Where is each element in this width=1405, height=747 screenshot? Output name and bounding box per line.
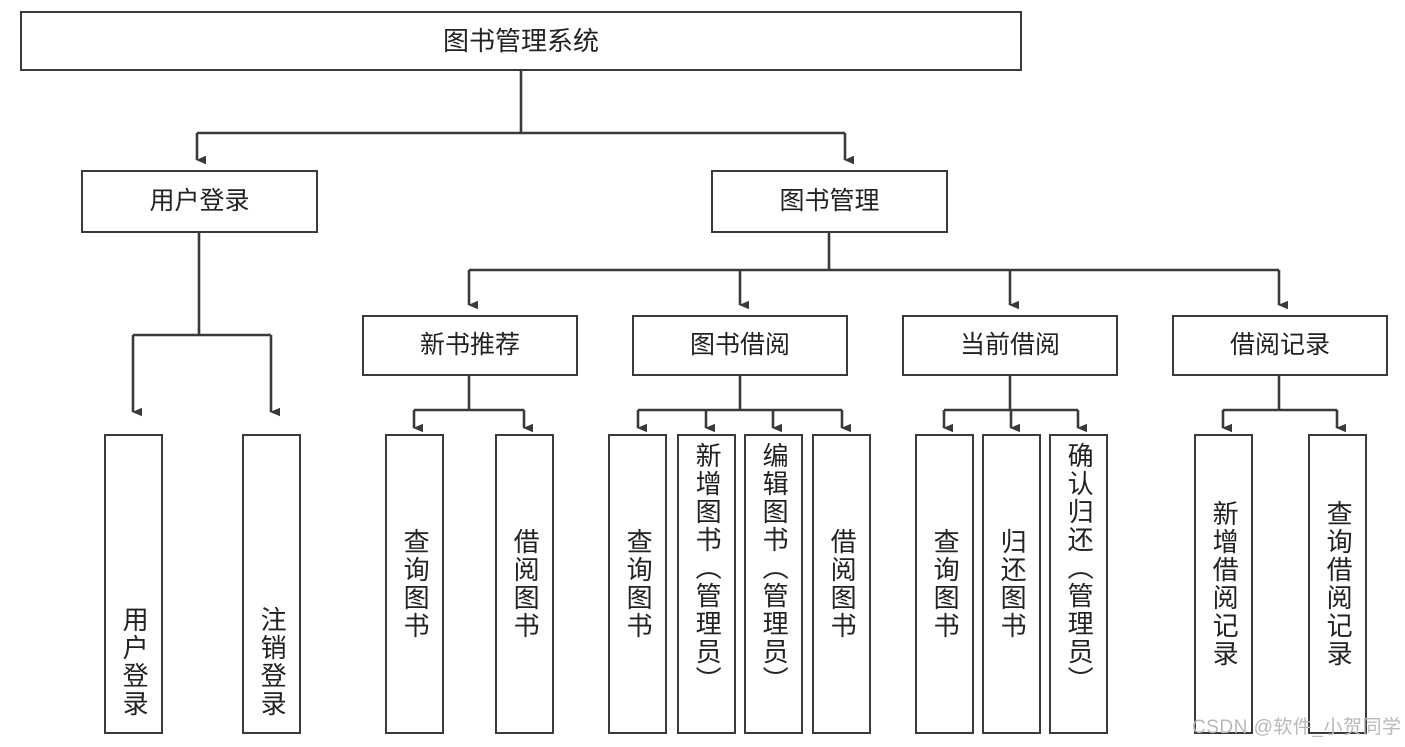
node-book-borrow[interactable]: 图书借阅 bbox=[632, 315, 848, 376]
node-new-book-recommend[interactable]: 新书推荐 bbox=[362, 315, 578, 376]
leaf-borrow-book-recommend[interactable]: 借阅图书 bbox=[495, 434, 554, 734]
leaf-edit-book[interactable]: 编辑图书（管理员） bbox=[744, 434, 803, 734]
node-label: 查询借阅记录 bbox=[1323, 500, 1354, 668]
node-user-login[interactable]: 用户登录 bbox=[81, 170, 318, 233]
leaf-query-book-borrow[interactable]: 查询图书 bbox=[608, 434, 667, 734]
leaf-query-borrow-record[interactable]: 查询借阅记录 bbox=[1308, 434, 1367, 734]
node-label: 用户登录 bbox=[119, 606, 150, 718]
node-label: 查询图书 bbox=[623, 528, 654, 640]
leaf-add-book[interactable]: 新增图书（管理员） bbox=[677, 434, 736, 734]
leaf-logout-login[interactable]: 注销登录 bbox=[242, 434, 301, 734]
node-label: 新书推荐 bbox=[419, 330, 520, 359]
leaf-return-book[interactable]: 归还图书 bbox=[982, 434, 1041, 734]
leaf-add-borrow-record[interactable]: 新增借阅记录 bbox=[1194, 434, 1253, 734]
leaf-query-book-recommend[interactable]: 查询图书 bbox=[385, 434, 444, 734]
node-label: 查询图书 bbox=[400, 528, 431, 640]
node-current-borrow[interactable]: 当前借阅 bbox=[902, 315, 1118, 376]
node-borrow-record[interactable]: 借阅记录 bbox=[1172, 315, 1388, 376]
node-label: 当前借阅 bbox=[959, 330, 1060, 359]
node-label: 新增借阅记录 bbox=[1209, 500, 1240, 668]
node-book-management-system[interactable]: 图书管理系统 bbox=[20, 11, 1022, 71]
leaf-user-login[interactable]: 用户登录 bbox=[104, 434, 163, 734]
node-label: 新增图书（管理员） bbox=[692, 442, 723, 694]
node-label: 借阅记录 bbox=[1229, 330, 1330, 359]
node-label: 查询图书 bbox=[930, 528, 961, 640]
node-label: 图书管理系统 bbox=[442, 25, 599, 56]
leaf-confirm-return[interactable]: 确认归还（管理员） bbox=[1049, 434, 1108, 734]
node-label: 归还图书 bbox=[997, 528, 1028, 640]
csdn-watermark: CSDN @软件_小贺同学 bbox=[1192, 717, 1402, 738]
node-label: 借阅图书 bbox=[827, 528, 858, 640]
node-label: 图书借阅 bbox=[689, 330, 790, 359]
leaf-query-book-current[interactable]: 查询图书 bbox=[915, 434, 974, 734]
leaf-borrow-book[interactable]: 借阅图书 bbox=[812, 434, 871, 734]
node-label: 编辑图书（管理员） bbox=[759, 442, 790, 694]
node-label: 用户登录 bbox=[149, 186, 250, 215]
node-label: 确认归还（管理员） bbox=[1064, 442, 1095, 694]
node-label: 注销登录 bbox=[257, 606, 288, 718]
node-label: 图书管理 bbox=[779, 186, 880, 215]
node-book-manage[interactable]: 图书管理 bbox=[711, 170, 948, 233]
node-label: 借阅图书 bbox=[510, 528, 541, 640]
